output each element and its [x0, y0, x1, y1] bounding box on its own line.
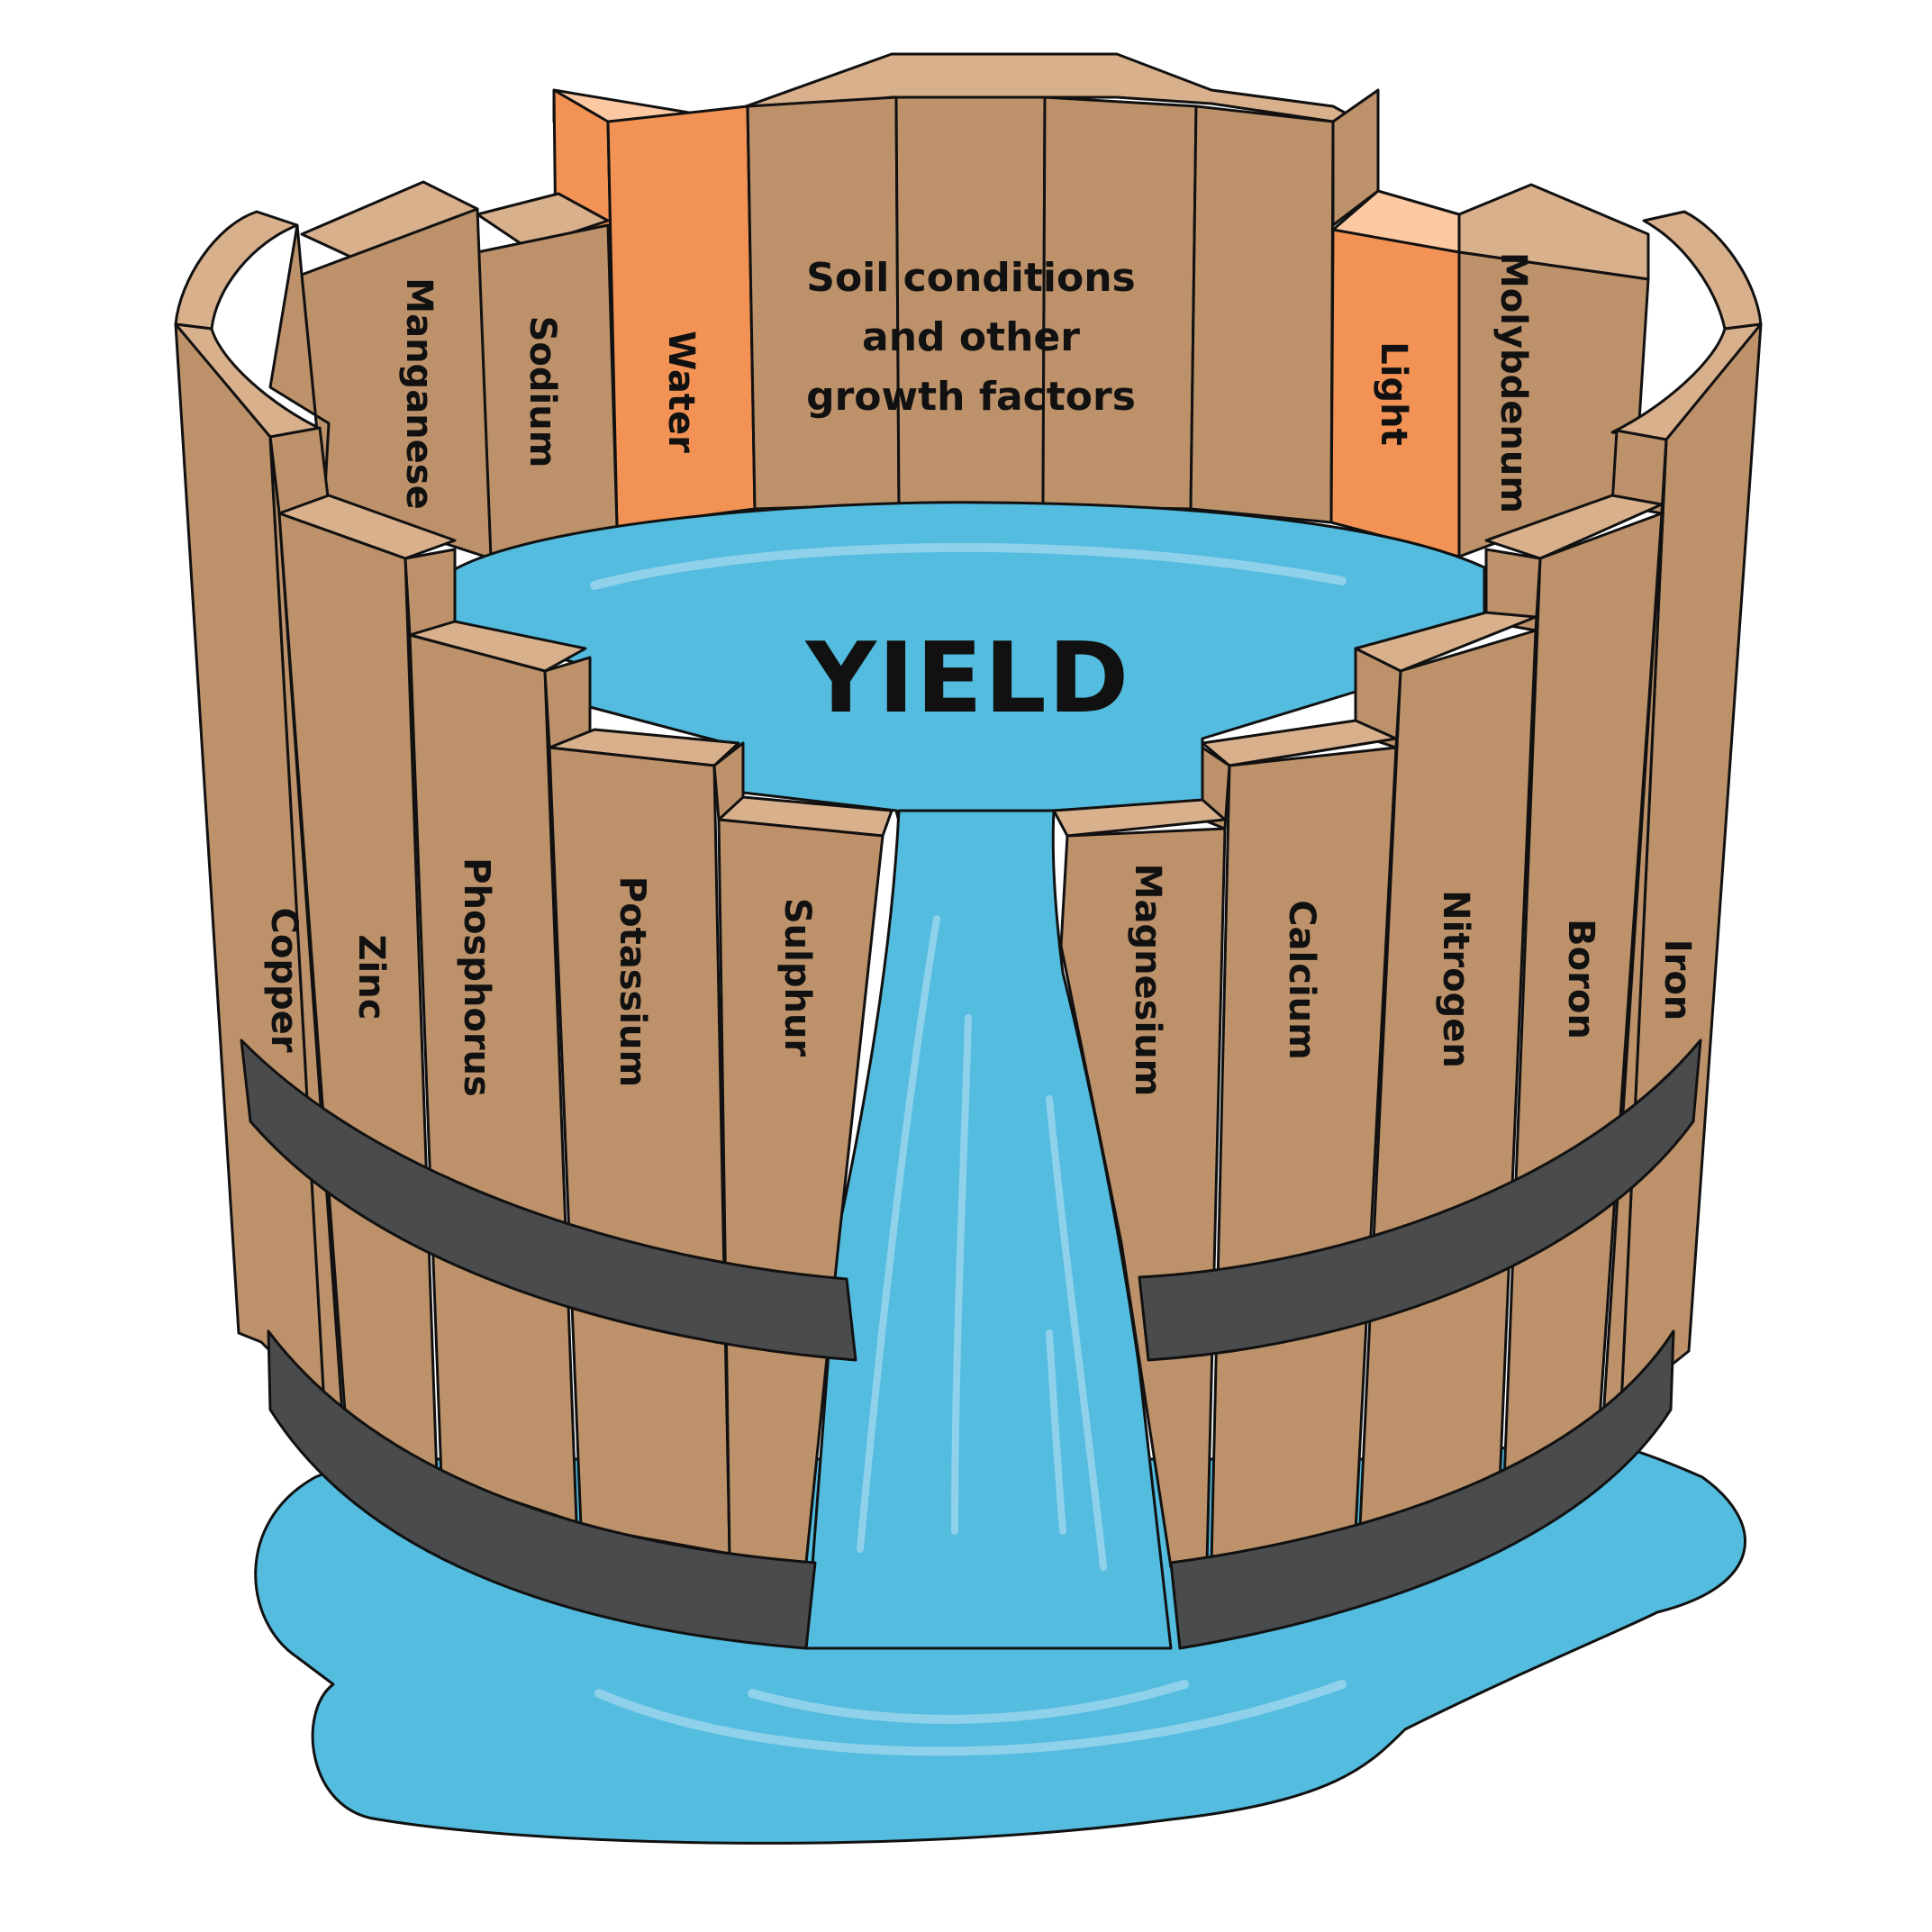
label-molybdenum: Molybdenum [1492, 252, 1534, 513]
label-soil-conditions-line3: growth factors [806, 374, 1136, 420]
hoop-lower-left [267, 1329, 817, 1650]
label-light: Light [1373, 341, 1414, 445]
label-water: Water [660, 331, 702, 453]
stave-potassium [548, 746, 731, 1556]
back-staves [174, 52, 1763, 560]
label-magnesium: Magnesium [1127, 864, 1168, 1097]
hoop-upper-right [1138, 1039, 1702, 1362]
hoop-lower-right [1169, 1329, 1675, 1650]
label-sodium: Sodium [522, 316, 563, 468]
water-surface [453, 501, 1486, 830]
label-boron: Boron [1560, 919, 1601, 1039]
label-calcium: Calcium [1281, 900, 1322, 1060]
label-manganese: Manganese [398, 277, 440, 509]
label-zinc: Zinc [350, 935, 392, 1020]
stave-labels: YIELD Soil conditions and other growth f… [263, 252, 1698, 1097]
hoop-upper-left [240, 1039, 857, 1362]
label-potassium: Potassium [612, 876, 653, 1087]
label-soil-conditions-line1: Soil conditions [806, 255, 1135, 301]
barrel-hoops [240, 1039, 1702, 1650]
label-copper: Copper [263, 908, 304, 1053]
label-soil-conditions-line2: and other [862, 314, 1080, 360]
puddle-shine [594, 1680, 1347, 1756]
label-phosphorus: Phosphorus [456, 857, 497, 1097]
water-stream-shine [857, 915, 1107, 1571]
stave-sulphur [717, 818, 884, 1565]
stave-zinc [404, 548, 457, 637]
label-iron: Iron [1656, 939, 1698, 1021]
water-shine-back [590, 542, 1347, 590]
label-nitrogen: Nitrogen [1435, 890, 1476, 1068]
stave-soil-conditions [746, 95, 901, 511]
label-sulphur: Sulphur [776, 898, 818, 1057]
label-title: YIELD [804, 622, 1131, 735]
water-stream [804, 809, 1173, 1650]
